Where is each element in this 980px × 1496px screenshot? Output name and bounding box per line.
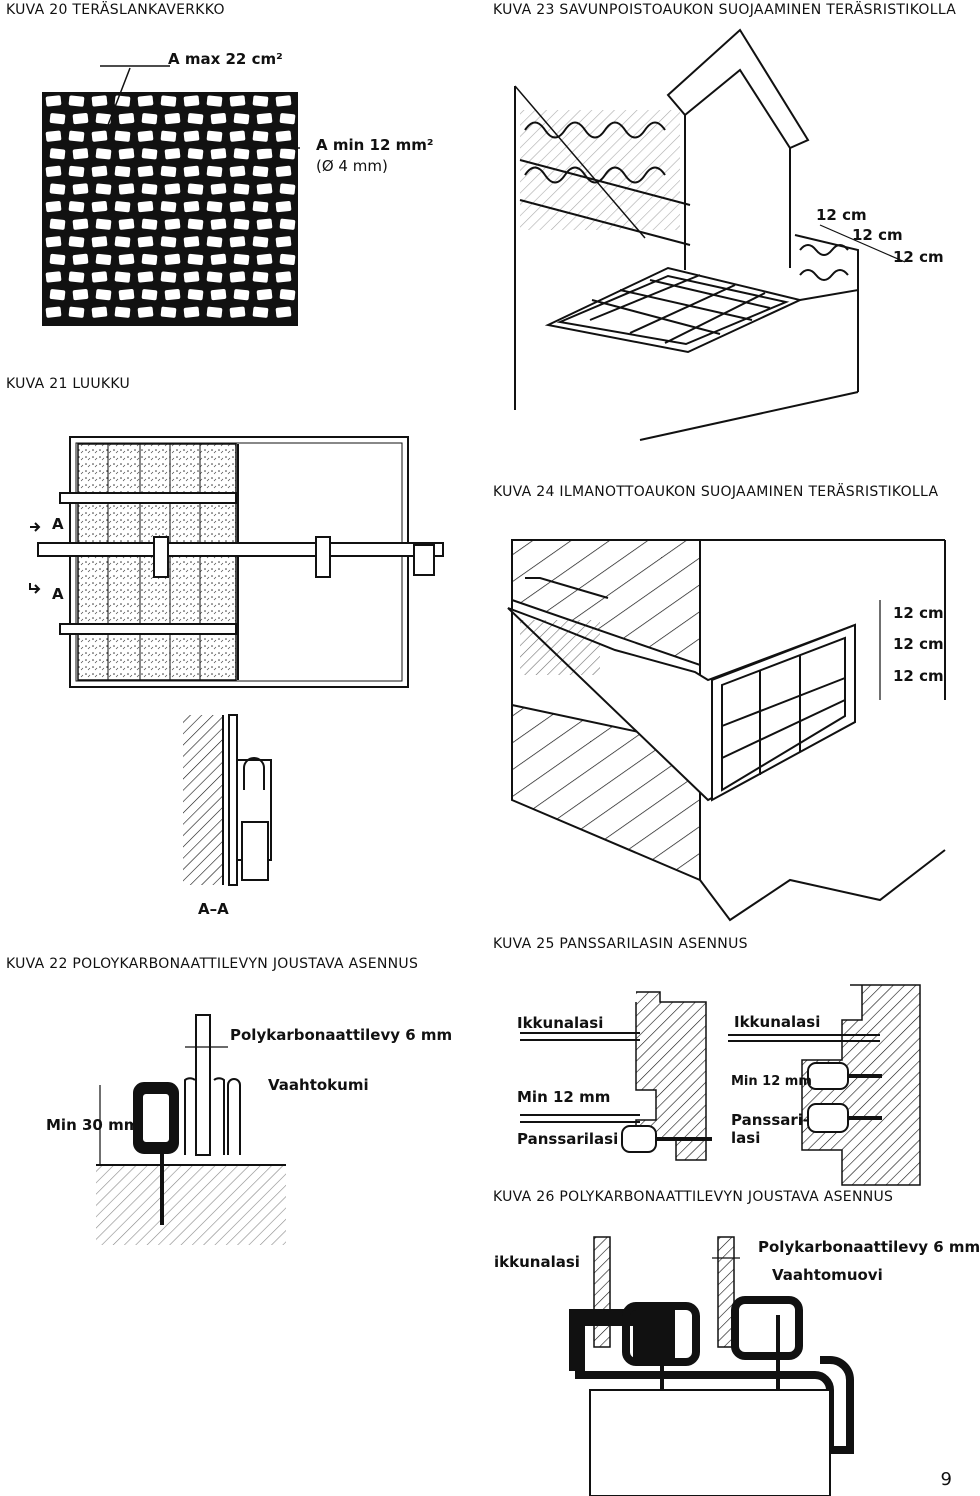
label-foam-plastic: Vaahtomuovi	[772, 1266, 883, 1284]
label-window-glass-left: Ikkunalasi	[517, 1014, 604, 1032]
polycarbonate-mount-drawing	[96, 1014, 286, 1245]
drawings-canvas	[29, 28, 946, 1496]
label-area-max: A max 22 cm²	[168, 50, 283, 68]
page-number: 9	[940, 1469, 952, 1490]
air-intake-drawing	[507, 539, 946, 922]
caption-kuva-24: KUVA 24 ILMANOTTOAUKON SUOJAAMINEN TERÄS…	[493, 484, 939, 500]
smoke-vent-drawing	[514, 28, 906, 441]
caption-kuva-22: KUVA 22 POLOYKARBONAATTILEVYN JOUSTAVA A…	[6, 956, 419, 972]
label-smoke-dim-3: 12 cm	[893, 248, 944, 266]
label-intake-dim-3: 12 cm	[893, 667, 944, 685]
label-diameter: (Ø 4 mm)	[316, 157, 388, 175]
label-smoke-dim-2: 12 cm	[852, 226, 903, 244]
caption-kuva-21: KUVA 21 LUUKKU	[6, 376, 131, 392]
label-polycarbonate-sheet: Polykarbonaattilevy 6 mm	[230, 1026, 453, 1044]
label-section-a-bottom: A	[52, 585, 64, 603]
label-window-glass: ikkunalasi	[494, 1253, 580, 1271]
label-min-12-right: Min 12 mm	[731, 1074, 812, 1089]
caption-kuva-23: KUVA 23 SAVUNPOISTOAUKON SUOJAAMINEN TER…	[493, 2, 957, 18]
label-polycarbonate-sheet-26: Polykarbonaattilevy 6 mm	[758, 1238, 980, 1256]
section-aa-drawing	[183, 714, 272, 886]
label-intake-dim-1: 12 cm	[893, 604, 944, 622]
label-window-glass-right: Ikkunalasi	[734, 1013, 821, 1031]
label-section-aa: A–A	[198, 900, 229, 918]
label-min-30: Min 30 mm	[46, 1116, 140, 1134]
armored-glass-drawing	[520, 984, 921, 1186]
label-armored-glass-left: Panssarilasi	[517, 1130, 619, 1148]
label-section-a-top: A	[52, 515, 64, 533]
polycarbonate-window-drawing	[569, 1236, 854, 1496]
caption-kuva-20: KUVA 20 TERÄSLANKAVERKKO	[6, 2, 225, 18]
label-intake-dim-2: 12 cm	[893, 635, 944, 653]
label-foam-rubber: Vaahtokumi	[268, 1076, 369, 1094]
hatch-door-drawing	[29, 436, 444, 688]
label-armored-glass-right-1: Panssari-	[731, 1111, 810, 1129]
label-min-12-left: Min 12 mm	[517, 1088, 611, 1106]
label-armored-glass-right-2: lasi	[731, 1129, 761, 1147]
wire-mesh-drawing	[42, 65, 300, 326]
caption-kuva-25: KUVA 25 PANSSARILASIN ASENNUS	[493, 936, 748, 952]
label-area-min: A min 12 mm²	[316, 136, 434, 154]
caption-kuva-26: KUVA 26 POLYKARBONAATTILEVYN JOUSTAVA AS…	[493, 1189, 894, 1205]
label-smoke-dim-1: 12 cm	[816, 206, 867, 224]
